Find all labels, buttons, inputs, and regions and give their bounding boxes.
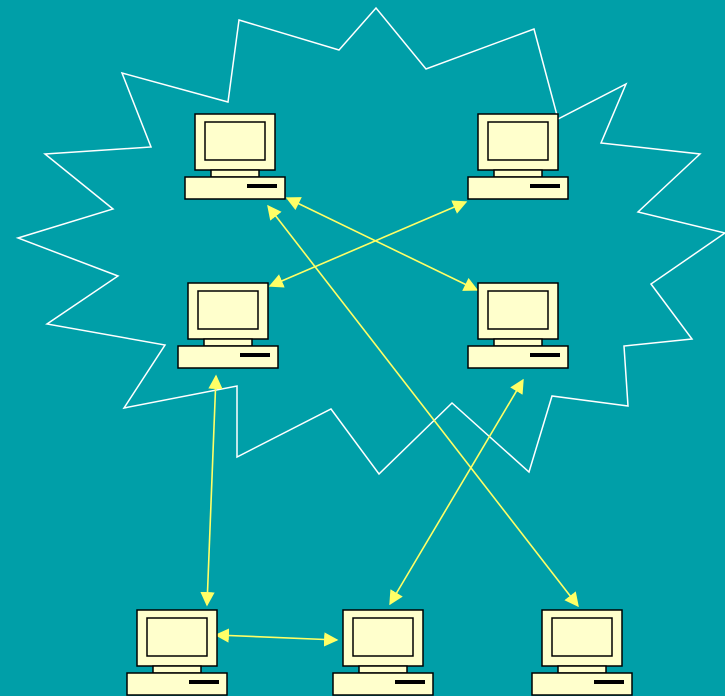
system-unit	[531, 672, 633, 696]
system-unit	[177, 345, 279, 369]
pc-cloud-mid-right-desktop-computer-icon	[467, 282, 569, 369]
link-pc-cloud-mid-left-to-pc-bottom-left	[200, 374, 223, 607]
system-unit	[467, 176, 569, 200]
system-unit	[332, 672, 434, 696]
drive-slot	[594, 680, 624, 684]
monitor-stand	[557, 665, 607, 674]
pc-cloud-top-left-desktop-computer-icon	[184, 113, 286, 200]
monitor-screen	[487, 290, 549, 330]
system-unit	[126, 672, 228, 696]
monitor-screen	[146, 617, 208, 657]
drive-slot	[189, 680, 219, 684]
system-unit	[184, 176, 286, 200]
drive-slot	[247, 184, 277, 188]
monitor-stand	[493, 169, 543, 178]
pc-cloud-top-right-desktop-computer-icon	[467, 113, 569, 200]
monitor-stand	[210, 169, 260, 178]
pc-bottom-right-desktop-computer-icon	[531, 609, 633, 696]
monitor-screen	[551, 617, 613, 657]
monitor-screen	[352, 617, 414, 657]
pc-bottom-center-desktop-computer-icon	[332, 609, 434, 696]
link-pc-cloud-mid-right-to-pc-bottom-center	[389, 378, 524, 606]
monitor-screen	[204, 121, 266, 161]
pc-cloud-mid-left-desktop-computer-icon	[177, 282, 279, 369]
network-links	[200, 197, 579, 647]
link-pc-bottom-left-to-pc-bottom-center	[214, 628, 339, 647]
drive-slot	[530, 184, 560, 188]
monitor-stand	[493, 338, 543, 347]
computers	[126, 113, 633, 696]
pc-bottom-left-desktop-computer-icon	[126, 609, 228, 696]
system-unit	[467, 345, 569, 369]
monitor-stand	[203, 338, 253, 347]
drive-slot	[530, 353, 560, 357]
drive-slot	[240, 353, 270, 357]
monitor-stand	[152, 665, 202, 674]
drive-slot	[395, 680, 425, 684]
monitor-screen	[487, 121, 549, 161]
monitor-screen	[197, 290, 259, 330]
monitor-stand	[358, 665, 408, 674]
